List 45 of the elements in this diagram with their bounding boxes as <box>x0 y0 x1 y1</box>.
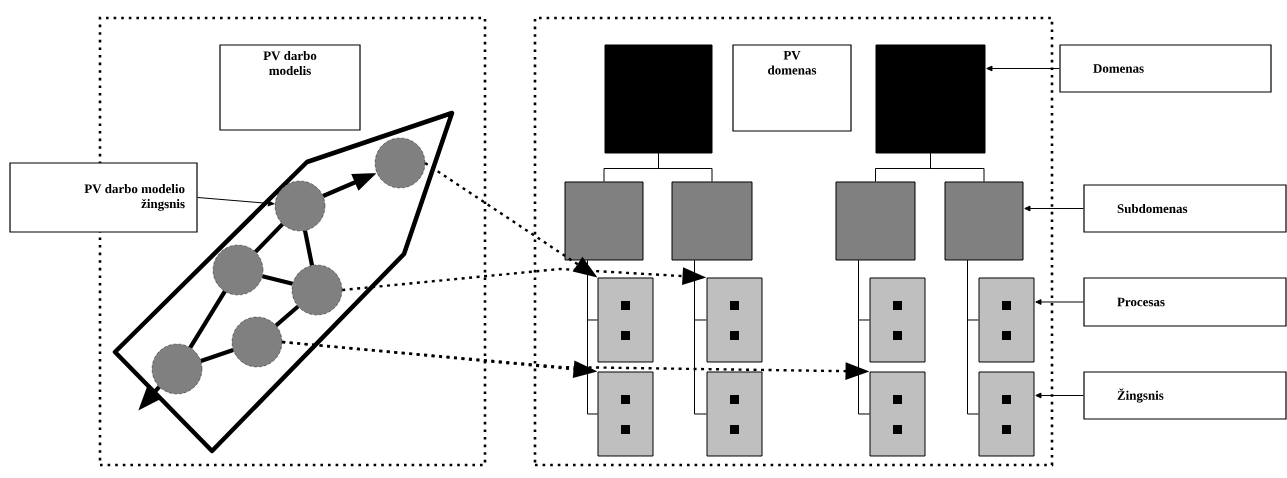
subdomain-square <box>835 181 916 261</box>
arrow <box>1035 392 1084 399</box>
connector-line <box>200 348 234 363</box>
connector-line <box>188 290 227 349</box>
label-box: Procesas <box>1083 277 1287 327</box>
subdomain-square <box>564 181 644 261</box>
tree-line <box>930 153 985 182</box>
step-box <box>978 371 1035 457</box>
dotted-frame <box>533 16 1054 467</box>
subdomain-square <box>671 181 753 261</box>
step-circle <box>274 180 326 232</box>
arrow <box>197 197 275 207</box>
connector-line <box>261 274 294 286</box>
step-circle <box>151 343 203 395</box>
connector-line <box>274 304 300 328</box>
tree-line <box>967 260 979 415</box>
subdomain-square <box>944 181 1024 261</box>
domain-square <box>875 44 986 154</box>
tree-line <box>694 260 707 415</box>
tree-line <box>587 260 598 415</box>
process-box <box>869 277 926 363</box>
step-circle <box>374 137 426 189</box>
label-box: Subdomenas <box>1083 184 1287 233</box>
process-box <box>706 277 763 363</box>
label-box: Domenas <box>1059 44 1272 93</box>
process-box <box>597 277 654 363</box>
label-box: PV darbo modelio žingsnis <box>9 162 198 233</box>
label-box: PV domenas <box>732 44 852 132</box>
step-circle <box>231 316 283 368</box>
step-circle <box>212 244 264 296</box>
connector-line <box>302 230 315 266</box>
step-box <box>597 371 654 457</box>
tree-line <box>858 260 870 415</box>
arrow <box>1024 205 1084 212</box>
connector-line <box>254 222 284 254</box>
domain-square <box>604 44 713 154</box>
step-box <box>869 371 926 457</box>
label-box: Žingsnis <box>1083 371 1287 420</box>
arrow <box>1035 299 1084 305</box>
step-box <box>706 371 763 457</box>
process-box <box>978 277 1035 363</box>
tree-line <box>658 153 713 182</box>
label-box: PV darbo modelis <box>219 44 361 131</box>
step-circle <box>291 264 343 316</box>
arrow <box>986 65 1060 72</box>
